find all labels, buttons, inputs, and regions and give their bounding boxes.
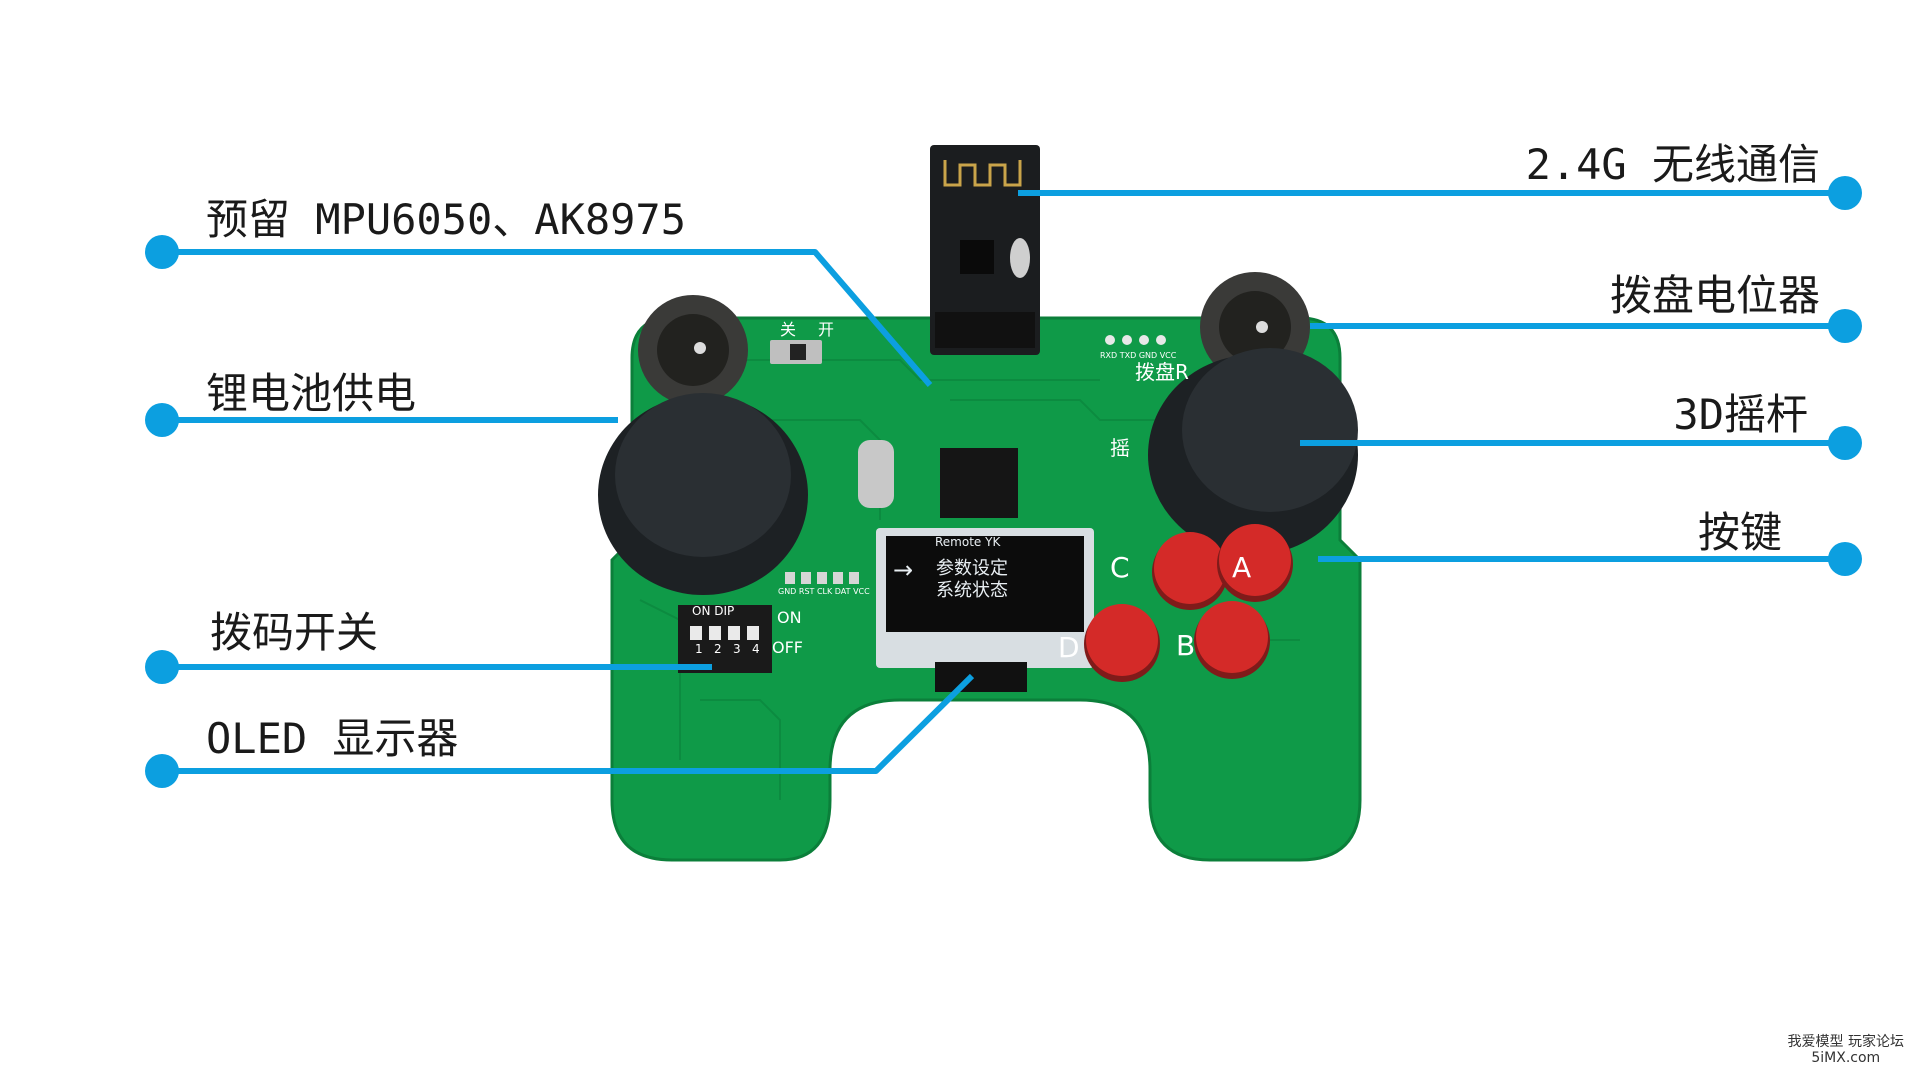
oled-pin-3 bbox=[817, 572, 827, 584]
oled-pin-5 bbox=[849, 572, 859, 584]
callout-dot-mpu bbox=[145, 235, 179, 269]
callout-dot-oled bbox=[145, 754, 179, 788]
callout-label-oled: OLED 显示器 bbox=[206, 714, 459, 763]
power-slide-knob bbox=[790, 344, 806, 360]
dip-key-3 bbox=[728, 626, 740, 640]
callout-dot-wireless bbox=[1828, 176, 1862, 210]
oled-pins-label: GND RST CLK DAT VCC bbox=[778, 587, 870, 596]
callout-dot-buttons bbox=[1828, 542, 1862, 576]
uart-pin-3 bbox=[1139, 335, 1149, 345]
oled-menu-item-status: 系统状态 bbox=[936, 580, 1008, 601]
oled-header-text: Remote YK bbox=[935, 535, 1001, 549]
callout-line-mpu bbox=[162, 249, 933, 387]
oled-pin-2 bbox=[801, 572, 811, 584]
oled-pin-1 bbox=[785, 572, 795, 584]
button-cap-b bbox=[1196, 601, 1268, 673]
oled-display bbox=[876, 528, 1094, 692]
dip-switch bbox=[678, 605, 772, 673]
button-label-a: A bbox=[1232, 551, 1252, 584]
button-cap-b-top bbox=[1219, 524, 1291, 596]
oled-pin-header bbox=[785, 572, 859, 584]
callout-dot-battery bbox=[145, 403, 179, 437]
callout-line-oled bbox=[162, 673, 975, 774]
uart-pin-2 bbox=[1122, 335, 1132, 345]
left-dial-potentiometer bbox=[638, 295, 748, 405]
callout-label-buttons: 按键 bbox=[1697, 508, 1782, 557]
right-joystick bbox=[1148, 348, 1358, 555]
dip-key-4 bbox=[747, 626, 759, 640]
oled-arrow: → bbox=[893, 556, 914, 584]
callout-label-mpu: 预留 MPU6050、AK8975 bbox=[206, 195, 687, 244]
dip-off-label: OFF bbox=[772, 638, 803, 657]
callout-label-dip: 拨码开关 bbox=[210, 608, 379, 657]
dip-key-1 bbox=[690, 626, 702, 640]
callout-label-joystick: 3D摇杆 bbox=[1673, 390, 1808, 439]
button-label-b: B bbox=[1176, 629, 1196, 662]
action-buttons bbox=[1084, 524, 1293, 682]
dip-number-1: 1 bbox=[695, 642, 703, 656]
uart-pin-4 bbox=[1156, 335, 1166, 345]
oled-pin-4 bbox=[833, 572, 843, 584]
dip-number-4: 4 bbox=[752, 642, 760, 656]
callout-label-battery: 锂电池供电 bbox=[206, 369, 417, 418]
switch-label-off: 关 bbox=[780, 320, 797, 339]
callout-dot-dip bbox=[145, 650, 179, 684]
watermark: 我爱模型 玩家论坛 5iMX.com bbox=[1788, 1034, 1904, 1066]
dip-number-2: 2 bbox=[714, 642, 722, 656]
left-joystick bbox=[598, 393, 808, 595]
dip-number-3: 3 bbox=[733, 642, 741, 656]
dip-on-label: ON bbox=[777, 608, 802, 627]
switch-label-on: 开 bbox=[818, 320, 835, 339]
callout-lines bbox=[145, 176, 1862, 788]
callout-label-wireless: 2.4G 无线通信 bbox=[1525, 140, 1820, 189]
dip-label: ON DIP bbox=[692, 604, 735, 618]
oled-menu-item-params: 参数设定 bbox=[936, 558, 1008, 579]
uart-pins-label: RXD TXD GND VCC bbox=[1100, 351, 1177, 360]
callout-label-pot: 拨盘电位器 bbox=[1609, 271, 1820, 320]
rocker-silkscreen: 摇 bbox=[1110, 436, 1130, 460]
uart-pin-1 bbox=[1105, 335, 1115, 345]
callout-dot-pot bbox=[1828, 309, 1862, 343]
watermark-line-2: 5iMX.com bbox=[1811, 1050, 1881, 1066]
button-cap-a bbox=[1154, 532, 1226, 604]
wireless-module bbox=[930, 145, 1040, 355]
callout-dot-joystick bbox=[1828, 426, 1862, 460]
button-label-d: D bbox=[1058, 631, 1080, 664]
watermark-line-1: 我爱模型 玩家论坛 bbox=[1787, 1034, 1904, 1050]
mcu-chip bbox=[858, 440, 1018, 518]
dial-silkscreen: 拨盘R bbox=[1135, 360, 1189, 384]
uart-pin-header bbox=[1105, 335, 1166, 345]
button-label-c: C bbox=[1110, 551, 1130, 584]
button-cap-d bbox=[1086, 604, 1158, 676]
dip-key-2 bbox=[709, 626, 721, 640]
